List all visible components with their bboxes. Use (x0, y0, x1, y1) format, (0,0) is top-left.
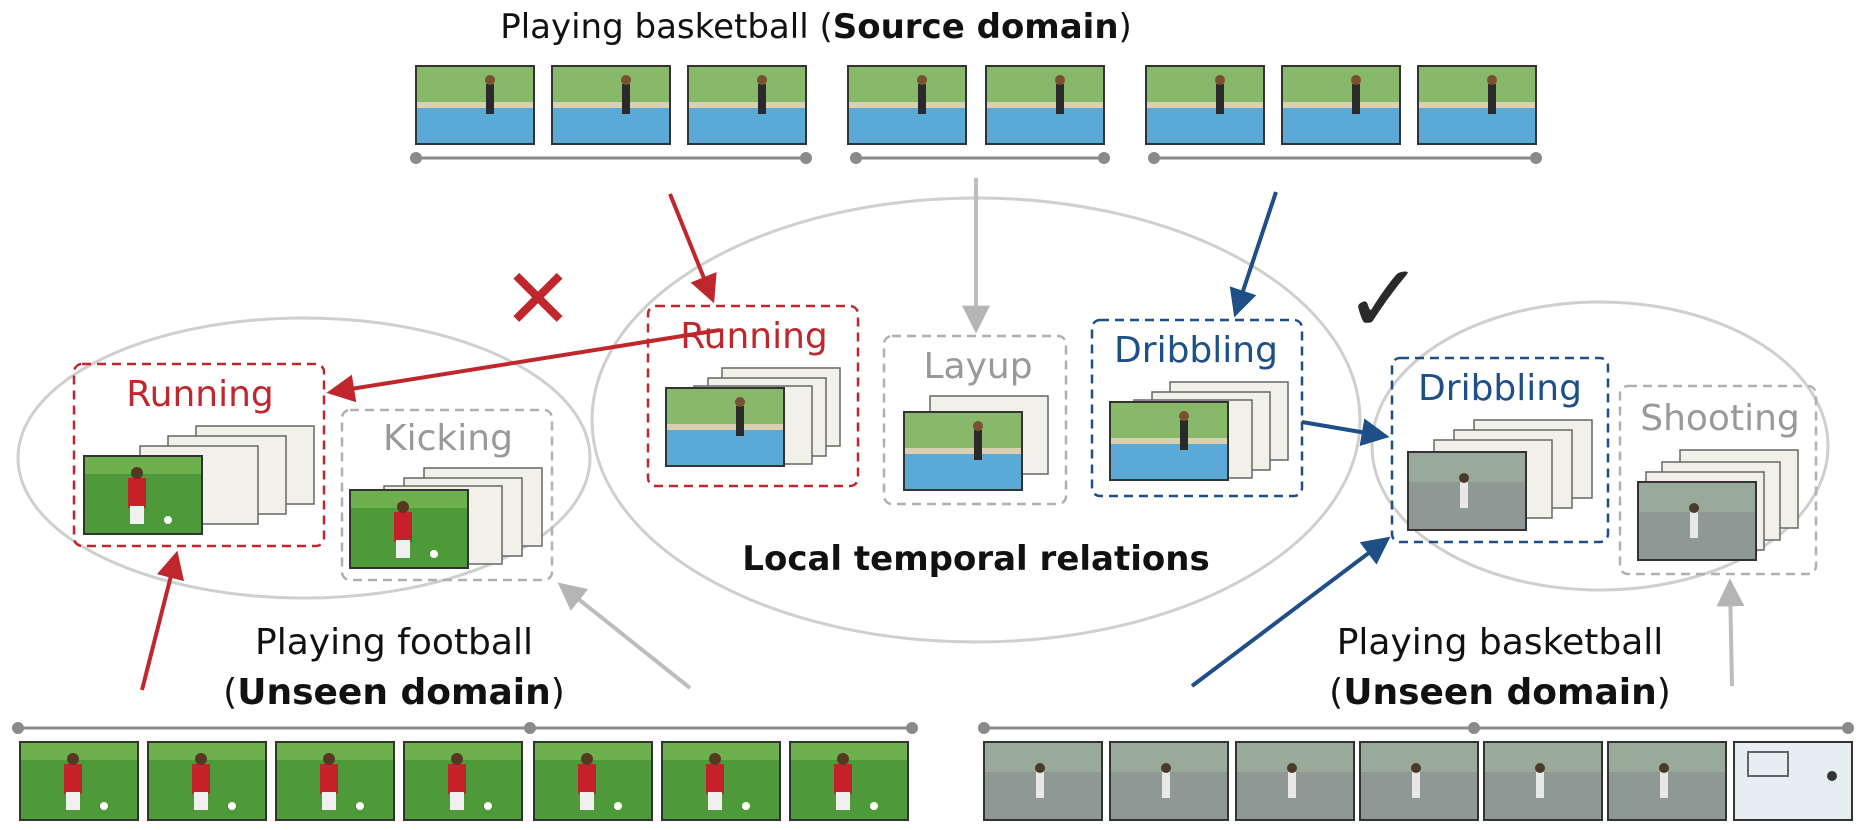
left-kicking-box: Kicking (340, 408, 554, 582)
football-frames (19, 741, 909, 821)
right-dribbling-box: Dribbling (1390, 356, 1610, 544)
right-dribbling-label: Dribbling (1418, 368, 1582, 409)
source-title: Playing basketball (Source domain) (500, 7, 1132, 47)
basketball-frames (983, 741, 1853, 821)
center-running-label: Running (680, 316, 828, 357)
football-title-line1: Playing football (255, 622, 533, 663)
source-clip-3 (1145, 65, 1542, 164)
arrow-source-to-dribbling (1229, 191, 1278, 318)
arrow-basketball-to-shooting (1716, 578, 1745, 687)
basketball-title-line1: Playing basketball (1337, 622, 1664, 663)
basketball-title-line2: (Unseen domain) (1329, 672, 1671, 713)
arrow-football-to-running (140, 550, 185, 691)
basketball-timeline (978, 722, 1854, 734)
football-title-line2: (Unseen domain) (223, 672, 565, 713)
source-clip-1 (410, 65, 812, 164)
source-clip-2 (847, 65, 1110, 164)
center-layup-box: Layup (882, 334, 1068, 506)
left-running-label: Running (126, 374, 274, 415)
arrow-dribbling-to-right-dribbling (1301, 418, 1390, 447)
center-label: Local temporal relations (742, 539, 1209, 579)
arrow-source-to-running (668, 193, 717, 304)
cross-icon: ✕ (503, 250, 573, 348)
arrow-running-to-left-running (326, 328, 721, 403)
football-timeline (12, 722, 918, 734)
right-shooting-label: Shooting (1640, 398, 1800, 439)
arrow-football-to-kicking (557, 582, 692, 690)
center-dribbling-label: Dribbling (1114, 330, 1278, 371)
left-kicking-label: Kicking (383, 418, 513, 459)
hoop-frame (1733, 741, 1853, 821)
left-running-box: Running (72, 362, 326, 548)
center-running-box: Running (646, 304, 860, 488)
center-layup-label: Layup (923, 346, 1032, 387)
right-shooting-box: Shooting (1618, 384, 1818, 576)
center-dribbling-box: Dribbling (1090, 318, 1304, 498)
football-ellipse (16, 316, 592, 600)
check-icon: ✓ (1344, 243, 1424, 355)
arrow-basketball-to-dribbling (1190, 536, 1391, 688)
